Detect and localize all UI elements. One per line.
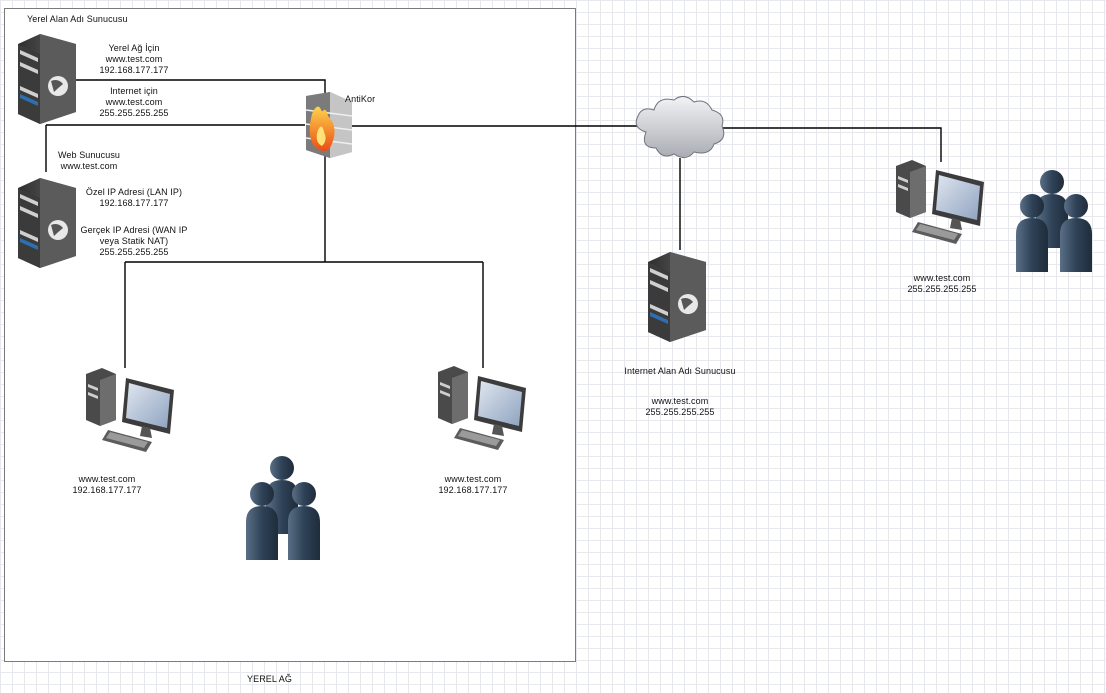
web-server-host: www.test.com	[60, 161, 118, 171]
dns-internet-host: www.test.com	[105, 97, 163, 107]
internet-dns-label: Internet Alan Adı Sunucusu	[624, 366, 736, 376]
web-public-label-1: Gerçek IP Adresi (WAN IP	[80, 225, 188, 235]
firewall-label: AntiKor	[345, 94, 376, 104]
internet-dns-ip: 255.255.255.255	[645, 407, 715, 417]
web-private-label: Özel IP Adresi (LAN IP)	[85, 187, 183, 197]
link-cloud-remote	[720, 127, 942, 162]
dns-lan-ip: 192.168.177.177	[99, 65, 169, 75]
firewall-icon[interactable]	[305, 92, 353, 158]
workstation-right-icon[interactable]	[438, 366, 526, 450]
lan-dns-title: Yerel Alan Adı Sunucusu	[27, 14, 128, 24]
web-server-icon[interactable]	[18, 178, 76, 268]
remote-client-host: www.test.com	[913, 273, 971, 283]
lan-user-group-icon	[246, 456, 320, 560]
dns-lan-host: www.test.com	[105, 54, 163, 64]
client-right-ip: 192.168.177.177	[438, 485, 508, 495]
network-links	[45, 79, 942, 368]
web-private-ip: 192.168.177.177	[99, 198, 169, 208]
local-dns-server-icon[interactable]	[18, 34, 76, 124]
web-server-title: Web Sunucusu	[57, 150, 121, 160]
remote-client-ip: 255.255.255.255	[907, 284, 977, 294]
client-left-ip: 192.168.177.177	[72, 485, 142, 495]
dns-internet-ip: 255.255.255.255	[99, 108, 169, 118]
web-public-ip: 255.255.255.255	[99, 247, 169, 257]
dns-internet-label: Internet için	[110, 86, 158, 96]
link-firewall-lan	[124, 150, 484, 368]
web-public-label-2: veya Statik NAT)	[99, 236, 169, 246]
workstation-remote-icon[interactable]	[896, 160, 984, 244]
internet-dns-host: www.test.com	[651, 396, 709, 406]
internet-dns-server-icon[interactable]	[648, 252, 706, 342]
dns-lan-label: Yerel Ağ İçin	[108, 43, 160, 53]
client-right-host: www.test.com	[444, 474, 502, 484]
workstation-left-icon[interactable]	[86, 368, 174, 452]
remote-user-group-icon	[1016, 170, 1092, 272]
lan-caption: YEREL AĞ	[247, 674, 292, 684]
internet-cloud-icon[interactable]	[635, 96, 725, 158]
link-dns-firewall	[46, 79, 326, 100]
client-left-host: www.test.com	[78, 474, 136, 484]
